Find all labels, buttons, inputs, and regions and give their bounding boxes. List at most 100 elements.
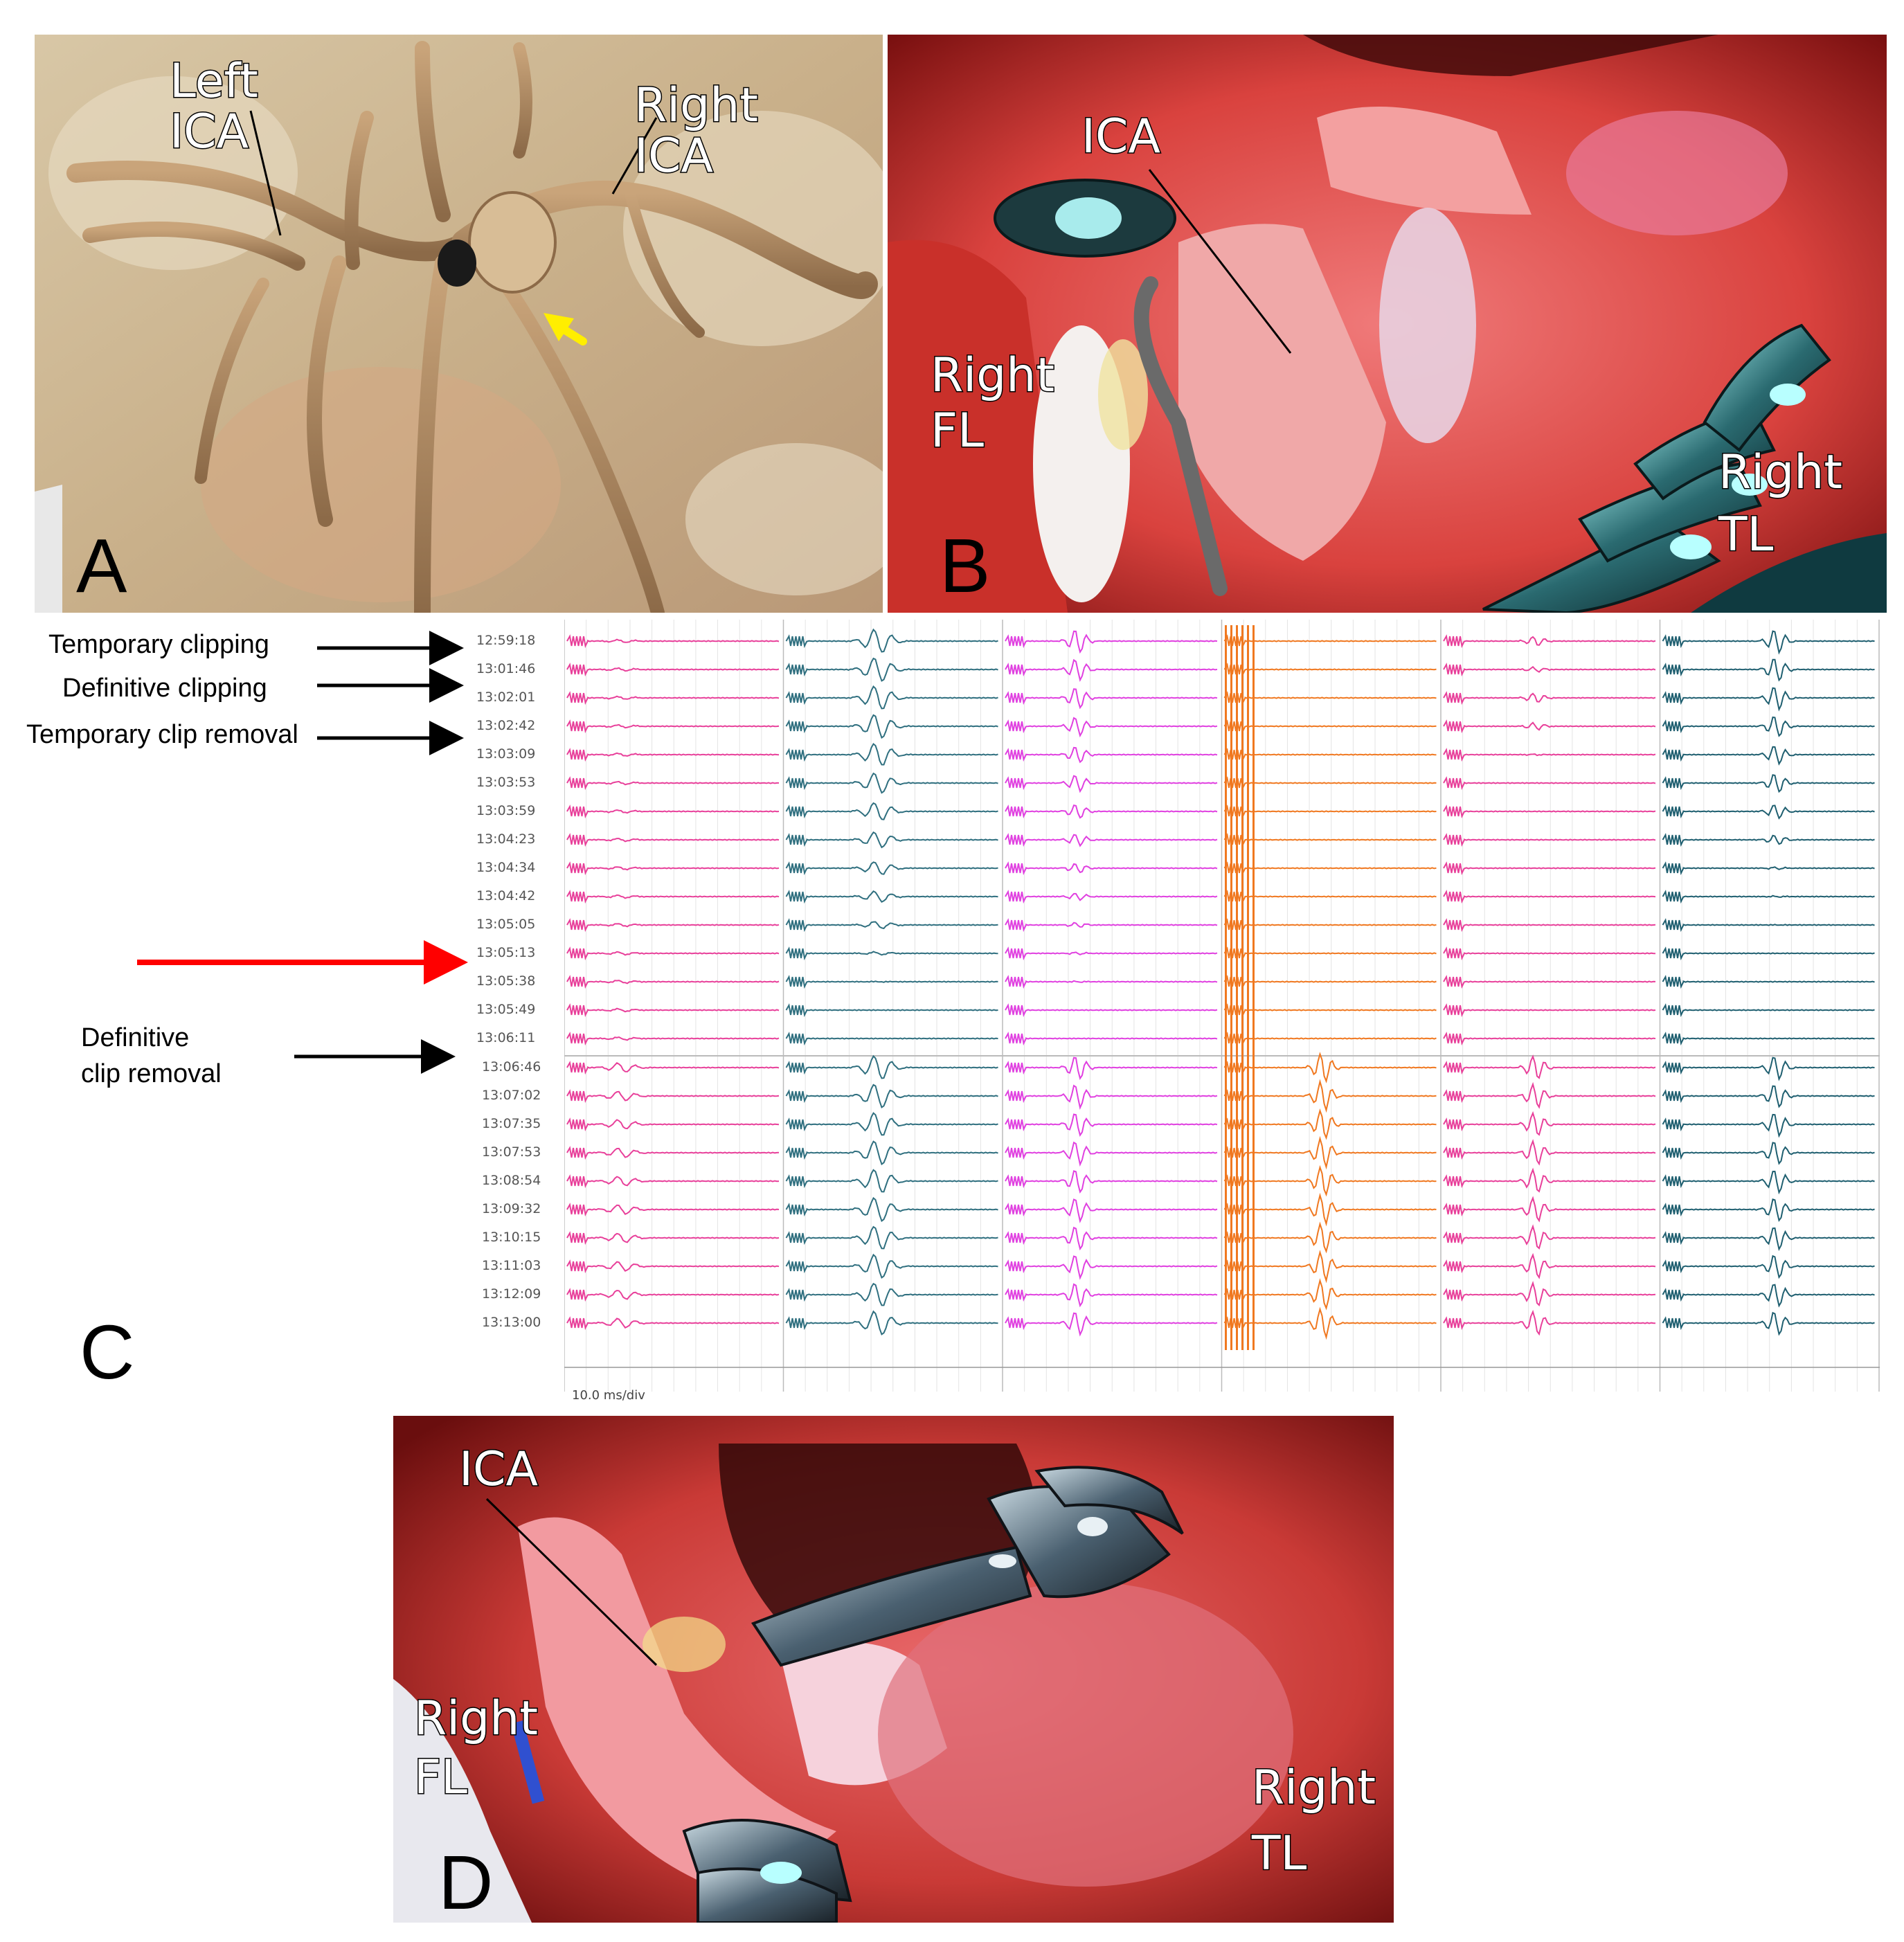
mep-trace bbox=[1005, 1312, 1218, 1337]
mep-trace bbox=[785, 628, 998, 653]
mep-trace bbox=[785, 1310, 998, 1336]
mep-trace bbox=[1443, 691, 1656, 705]
timestamp: 13:03:59 bbox=[476, 803, 536, 818]
mep-trace bbox=[1005, 658, 1218, 682]
mep-trace bbox=[1005, 1084, 1218, 1110]
timestamp: 12:59:18 bbox=[476, 633, 536, 648]
mep-trace bbox=[1223, 748, 1437, 762]
mep-trace bbox=[1662, 687, 1875, 712]
mep-trace-grid bbox=[564, 620, 1880, 1392]
mep-trace bbox=[785, 1054, 998, 1079]
timestamp: 13:04:23 bbox=[476, 831, 536, 847]
label-right-ica-1: Right bbox=[634, 78, 758, 133]
mep-trace bbox=[1443, 918, 1656, 933]
mep-trace bbox=[1223, 1108, 1437, 1140]
mep-trace bbox=[1005, 804, 1218, 819]
mep-trace bbox=[1662, 1085, 1875, 1108]
mep-trace bbox=[1662, 861, 1875, 876]
mep-trace bbox=[1443, 1224, 1656, 1250]
mep-trace bbox=[1223, 1003, 1437, 1018]
mep-trace bbox=[1662, 1284, 1875, 1308]
mep-trace bbox=[1223, 1192, 1437, 1227]
mep-trace bbox=[1223, 1079, 1437, 1113]
mep-trace bbox=[1662, 1113, 1875, 1138]
panel-letter-c: C bbox=[80, 1310, 135, 1395]
mep-trace bbox=[1662, 1198, 1875, 1223]
mep-trace bbox=[785, 1032, 998, 1046]
label-right-fl-2: FL bbox=[931, 404, 984, 458]
mep-trace bbox=[1662, 918, 1875, 933]
mep-trace bbox=[1443, 1281, 1656, 1307]
timestamp: 13:02:01 bbox=[476, 690, 536, 705]
mep-trace bbox=[1662, 630, 1875, 655]
mep-trace bbox=[566, 776, 779, 791]
mep-trace bbox=[785, 1282, 998, 1306]
timestamp: 13:05:38 bbox=[476, 973, 536, 989]
mep-trace bbox=[1443, 833, 1656, 847]
mep-trace bbox=[785, 1253, 998, 1279]
mep-trace bbox=[1223, 634, 1437, 649]
mep-trace bbox=[566, 691, 780, 705]
timestamp: 13:03:09 bbox=[476, 746, 536, 762]
mep-trace bbox=[1005, 918, 1218, 933]
mep-trace bbox=[1223, 861, 1437, 876]
mep-trace bbox=[1662, 975, 1875, 989]
mep-trace bbox=[1443, 975, 1656, 989]
mep-trace bbox=[1443, 776, 1656, 791]
mep-trace bbox=[1223, 1221, 1437, 1254]
mep-trace bbox=[566, 918, 780, 933]
mep-trace bbox=[785, 975, 998, 989]
mep-trace bbox=[1005, 688, 1218, 710]
mep-trace bbox=[566, 946, 780, 961]
mep-trace bbox=[785, 1003, 998, 1018]
mep-trace bbox=[1223, 833, 1437, 847]
mep-trace bbox=[1005, 861, 1218, 876]
mep-trace bbox=[566, 1288, 780, 1302]
timestamp: 13:08:54 bbox=[482, 1173, 541, 1188]
label-right-tl-2: TL bbox=[1251, 1826, 1307, 1881]
mep-trace bbox=[1005, 1032, 1218, 1046]
panel-d-surgical-view: ICA Right FL Right TL D bbox=[393, 1416, 1394, 1923]
mep-trace bbox=[1443, 1167, 1656, 1193]
mep-trace bbox=[566, 1203, 780, 1217]
mep-trace bbox=[785, 1169, 998, 1193]
mep-trace bbox=[1662, 716, 1875, 737]
mep-trace bbox=[566, 1174, 780, 1189]
mep-trace bbox=[785, 742, 998, 766]
mep-trace bbox=[566, 1316, 780, 1331]
timestamp: 13:10:15 bbox=[482, 1230, 541, 1245]
mep-trace bbox=[566, 663, 780, 677]
timestamp: 13:05:05 bbox=[476, 917, 536, 932]
label-right-fl-1: Right bbox=[931, 348, 1054, 403]
mep-trace bbox=[1005, 1283, 1218, 1308]
mep-trace bbox=[1443, 1196, 1656, 1223]
label-right-tl-2: TL bbox=[1718, 507, 1774, 562]
mep-trace bbox=[566, 1231, 780, 1246]
mep-trace bbox=[1223, 975, 1437, 989]
timestamp: 13:01:46 bbox=[476, 661, 536, 676]
mep-trace bbox=[1662, 804, 1875, 820]
timestamp: 13:12:09 bbox=[482, 1286, 541, 1302]
label-ica: ICA bbox=[459, 1442, 538, 1497]
mep-trace bbox=[1223, 776, 1437, 791]
mep-trace bbox=[566, 1259, 780, 1274]
timestamp: 13:04:34 bbox=[476, 860, 536, 875]
label-left-ica-2: ICA bbox=[170, 105, 249, 159]
mep-trace bbox=[1662, 833, 1875, 847]
mep-traces bbox=[566, 625, 1875, 1350]
timestamp: 13:05:13 bbox=[476, 945, 536, 960]
mep-trace bbox=[1005, 717, 1218, 738]
mep-trace bbox=[1443, 1032, 1656, 1046]
label-ica: ICA bbox=[1081, 109, 1160, 164]
mep-trace bbox=[566, 1089, 780, 1104]
mep-trace bbox=[1443, 1111, 1656, 1136]
mep-trace bbox=[1223, 691, 1437, 705]
mep-trace bbox=[785, 802, 998, 820]
timestamp: 13:13:00 bbox=[482, 1315, 541, 1330]
mep-trace bbox=[1005, 1113, 1218, 1137]
mep-trace bbox=[1662, 1057, 1875, 1081]
mep-trace bbox=[566, 861, 780, 876]
mep-trace bbox=[1662, 946, 1875, 961]
timestamp: 13:06:11 bbox=[476, 1030, 536, 1045]
annotation-temporary-clipping: Temporary clipping bbox=[48, 630, 269, 659]
